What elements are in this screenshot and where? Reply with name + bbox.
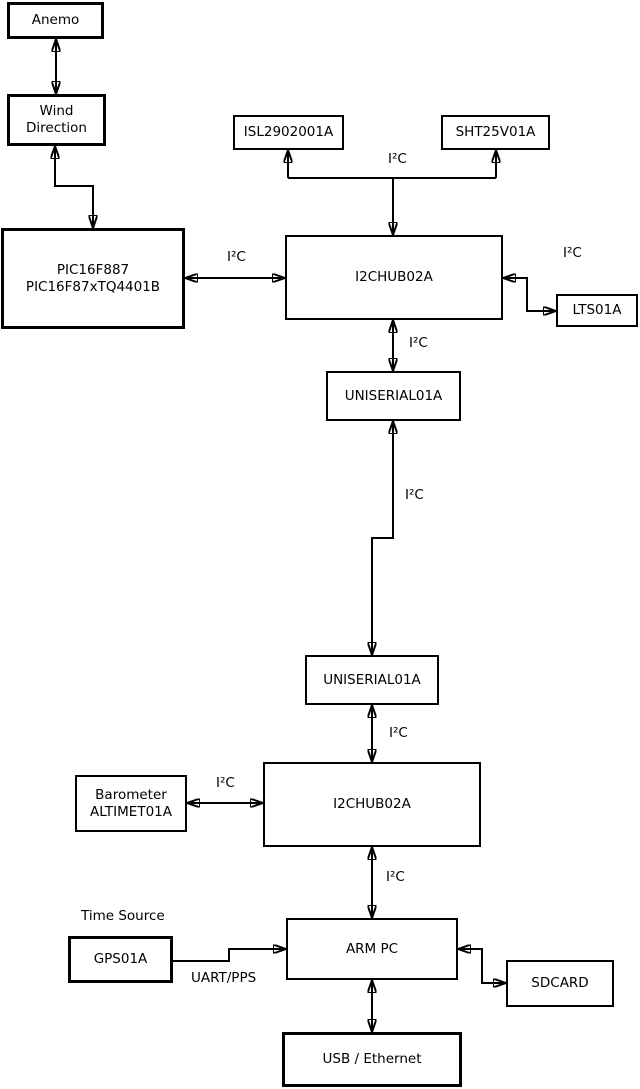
box-pic16f887: PIC16F887 PIC16F87xTQ4401B: [1, 228, 185, 329]
box-uniserial01a-1: UNISERIAL01A: [326, 371, 461, 421]
edge-wind-pic: [55, 146, 93, 228]
box-barometer-altimet01a: Barometer ALTIMET01A: [75, 775, 187, 832]
box-usb-ethernet: USB / Ethernet: [282, 1032, 462, 1087]
box-i2chub02a-1: I2CHUB02A: [285, 235, 503, 320]
edge-hub1-lts: [503, 278, 556, 311]
box-sht25v01a: SHT25V01A: [441, 115, 550, 150]
edge-uniserial1-uniserial2: [372, 421, 393, 655]
edge-label-i2c-uniserial2-hub2: I²C: [389, 725, 408, 741]
edge-label-i2c-hub1-uniserial1: I²C: [409, 335, 428, 351]
box-gps01a: GPS01A: [68, 936, 173, 983]
box-isl2902001a: ISL2902001A: [233, 115, 344, 150]
edge-label-i2c-barometer-hub2: I²C: [216, 775, 235, 791]
box-lts01a: LTS01A: [556, 294, 638, 327]
caption-time-source: Time Source: [81, 908, 165, 924]
edge-label-i2c-pic-hub1: I²C: [227, 249, 246, 265]
box-anemo: Anemo: [7, 2, 104, 39]
edge-label-i2c-uniserial-link: I²C: [405, 487, 424, 503]
edge-arm-sdcard: [458, 949, 506, 983]
box-sdcard: SDCARD: [506, 960, 614, 1007]
box-arm-pc: ARM PC: [286, 918, 458, 980]
edge-gps-arm: [173, 949, 286, 962]
box-i2chub02a-2: I2CHUB02A: [263, 762, 481, 847]
edge-label-i2c-hub2-arm: I²C: [386, 869, 405, 885]
box-wind-direction: Wind Direction: [7, 94, 106, 146]
box-uniserial01a-2: UNISERIAL01A: [305, 655, 439, 705]
edge-label-i2c-sensor-bus: I²C: [388, 151, 407, 167]
edge-label-i2c-hub1-lts: I²C: [563, 245, 582, 261]
edge-label-uart-pps: UART/PPS: [191, 970, 257, 986]
